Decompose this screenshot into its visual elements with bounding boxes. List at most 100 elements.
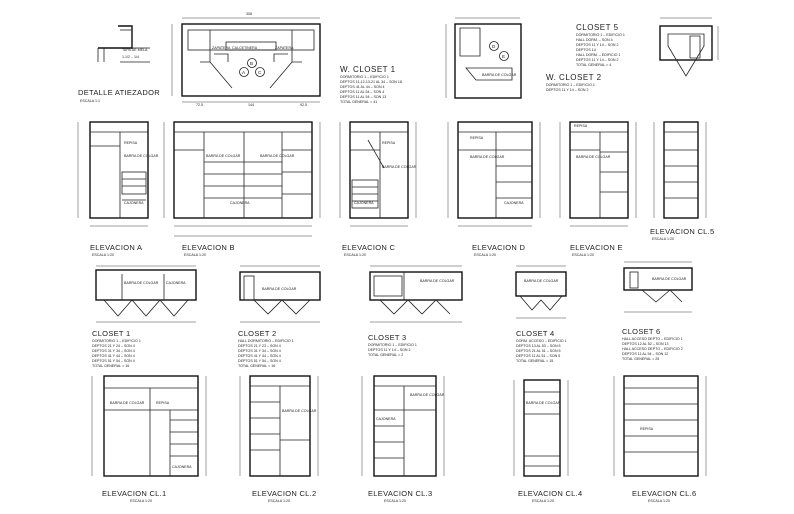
closet6-line: DEPTOS 12 AL 52 – SON 13 xyxy=(622,342,669,346)
closet1-line: DEPTOS 51 Y 54 – SON 4 xyxy=(92,359,135,363)
closet1-line: DORMITORIO 1 – EDIFICIO 1 xyxy=(92,339,141,343)
closet6-line: HALL ACCESO DEPTO – EDIFICIO 1 xyxy=(622,337,683,341)
closet2-line: DEPTOS 51 Y 54 – SON 4 xyxy=(238,359,281,363)
closet5-line: DORMITORIO 1 – EDIFICIO 1 xyxy=(576,33,625,37)
elev-b-label: BARRA DE COLGAR xyxy=(260,154,295,158)
wcloset1-line: DEPTOS 11-12-13-21 AL 34 – SON 18 xyxy=(340,80,402,84)
closet4-line: DEPTOS 21 AL 51 – SON 5 xyxy=(516,349,561,353)
closet4-line: DEPTOS 11 AL 51 – SON 5 xyxy=(516,354,560,358)
elevation-cl5: ELEVACION CL.5 ESCALA 1:20 xyxy=(650,121,715,241)
closet1-line: DEPTOS 21 Y 24 – SON 4 xyxy=(92,344,135,348)
closet2-line: DEPTOS 41 Y 44 – SON 4 xyxy=(238,354,281,358)
closet5-title: CLOSET 5 xyxy=(576,23,619,32)
cl4-elev-label: BARRA DE COLGAR xyxy=(526,401,561,405)
elev-d-label: BARRA DE COLGAR xyxy=(470,155,505,159)
cl1-plan-label: BARRA DE COLGAR xyxy=(124,281,159,285)
closet3-plan: BARRA DE COLGAR CLOSET 3 DORMITORIO 1 – … xyxy=(368,265,463,357)
closet3-title: CLOSET 3 xyxy=(368,333,407,342)
closet3-total: TOTAL GENERAL = 2 xyxy=(368,353,403,357)
elevation-cl6: REPISA ELEVACION CL.6 ESCALA 1:20 xyxy=(613,375,707,503)
plan-wcloset1: 308 ZAPATERA CALCETINERA ZAPATERA B A C … xyxy=(171,12,321,107)
closet5-line: HALL DORM. – EDIFICIO 1 xyxy=(576,53,620,57)
elevation-c: REPISA BARRA DE COLGAR CAJONERA ELEVACIO… xyxy=(339,121,417,257)
closet2-line: HALL DORMITORIO – EDIFICIO 1 xyxy=(238,339,294,343)
cl3-elev-label: CAJONERA xyxy=(376,417,396,421)
closet1-line: DEPTOS 41 Y 44 – SON 4 xyxy=(92,354,135,358)
detail-atiezador: TAPA DE MELA 1.1/2 – 1/4 DETALLE ATIEZAD… xyxy=(78,25,160,103)
elevation-b: BARRA DE COLGAR BARRA DE COLGAR CAJONERA… xyxy=(163,121,321,257)
elev-d-title: ELEVACION D xyxy=(472,243,525,252)
elev-e-title: ELEVACION E xyxy=(570,243,623,252)
closet4-title: CLOSET 4 xyxy=(516,329,555,338)
elev-a-label: CAJONERA xyxy=(124,201,144,205)
elev-a-title: ELEVACION A xyxy=(90,243,142,252)
closet5-line: DEPTOS 11 Y 14 – SON 2 xyxy=(576,43,618,47)
elev-cl5-scale: ESCALA 1:20 xyxy=(652,237,674,241)
cl1-plan-label: CAJONERA xyxy=(166,281,186,285)
plan-label-1: ZAPATERA xyxy=(212,46,231,50)
elev-e-scale: ESCALA 1:20 xyxy=(572,253,594,257)
elev-c-label: REPISA xyxy=(382,141,396,145)
cl3-plan-label: BARRA DE COLGAR xyxy=(420,279,455,283)
closet5-line: DEPTOS 14 xyxy=(576,48,596,52)
elev-cl2-title: ELEVACION CL.2 xyxy=(252,489,317,498)
plan-label-2: CALCETINERA xyxy=(232,46,258,50)
wcloset1-line: DEPTOS 11 AL 54 – SON 13 xyxy=(340,95,386,99)
cl6-elev-label: REPISA xyxy=(640,427,654,431)
elev-cl5-title: ELEVACION CL.5 xyxy=(650,227,715,236)
elev-cl3-scale: ESCALA 1:20 xyxy=(384,499,406,503)
wcloset2-legend: W. CLOSET 2 DORMITORIO 1 – EDIFICIO 1 DE… xyxy=(546,73,602,92)
closet6-line: DEPTOS 11 AL 54 – SON 12 xyxy=(622,352,668,356)
closet1-plan: BARRA DE COLGAR CAJONERA CLOSET 1 DORMIT… xyxy=(92,265,197,368)
closet4-total: TOTAL GENERAL = 15 xyxy=(516,359,553,363)
elev-b-label: BARRA DE COLGAR xyxy=(206,154,241,158)
closet3-line: DORMITORIO 1 – EDIFICIO 1 xyxy=(368,343,417,347)
elev-a-label: BARRA DE COLGAR xyxy=(124,154,159,158)
plan2-label: BARRA DE COLGAR xyxy=(482,73,517,77)
closet6-total: TOTAL GENERAL = 25 xyxy=(622,357,659,361)
elevation-cl3: BARRA DE COLGAR CAJONERA ELEVACION CL.3 … xyxy=(361,375,445,503)
elevation-a: REPISA BARRA DE COLGAR CAJONERA ELEVACIO… xyxy=(77,121,159,257)
circle-b: B xyxy=(250,61,253,66)
wcloset1-line: DEPTOS 41 AL 44 – SON 4 xyxy=(340,85,385,89)
circle-d: D xyxy=(492,44,496,49)
elev-c-label: CAJONERA xyxy=(354,201,374,205)
plan-dim-b2: 144 xyxy=(248,103,254,107)
closet4-line: DEPTOS 13 AL 53 – SON 5 xyxy=(516,344,561,348)
plan-dim-b1: 72.5 xyxy=(196,103,203,107)
wcloset2-line: DORMITORIO 1 – EDIFICIO 1 xyxy=(546,83,595,87)
elev-cl4-scale: ESCALA 1:20 xyxy=(532,499,554,503)
closet3-line: DEPTOS 11 Y 14 – SON 2 xyxy=(368,348,410,352)
closet5-line: HALL DORM. – SON 4 xyxy=(576,38,613,42)
elev-d-label: CAJONERA xyxy=(504,201,524,205)
wcloset2-line: DEPTOS 11 Y 14 – SON 2 xyxy=(546,88,588,92)
cl1-elev-label: CAJONERA xyxy=(172,465,192,469)
elev-b-scale: ESCALA 1:20 xyxy=(184,253,206,257)
detail-title: DETALLE ATIEZADOR xyxy=(78,88,160,97)
circle-e: E xyxy=(502,54,505,59)
cl3-elev-label: BARRA DE COLGAR xyxy=(410,393,445,397)
closet5-total: TOTAL GENERAL = 4 xyxy=(576,63,611,67)
elev-c-title: ELEVACION C xyxy=(342,243,395,252)
cl4-plan-label: BARRA DE COLGAR xyxy=(524,279,559,283)
wcloset1-total: TOTAL GENERAL = 41 xyxy=(340,100,377,104)
cl2-elev-label: BARRA DE COLGAR xyxy=(282,409,317,413)
plan-dim-top: 308 xyxy=(246,12,252,16)
closet6-line: HALL ACCESO DEPTO – EDIFICIO 2 xyxy=(622,347,683,351)
closet5-legend: CLOSET 5 DORMITORIO 1 – EDIFICIO 1 HALL … xyxy=(576,23,625,67)
wcloset2-title: W. CLOSET 2 xyxy=(546,73,602,82)
elev-e-label: REPISA xyxy=(574,124,588,128)
elevation-cl4: BARRA DE COLGAR ELEVACION CL.4 ESCALA 1:… xyxy=(513,379,582,503)
closet1-line: DEPTOS 31 Y 34 – SON 4 xyxy=(92,349,135,353)
elev-b-label: CAJONERA xyxy=(230,201,250,205)
cl2-plan-label: BARRA DE COLGAR xyxy=(262,287,297,291)
closet4-line: DORM. ACCESO – EDIFICIO 1 xyxy=(516,339,567,343)
circle-a: A xyxy=(242,70,246,75)
elev-cl1-scale: ESCALA 1:20 xyxy=(130,499,152,503)
cl1-elev-label: REPISA xyxy=(156,401,170,405)
closet1-title: CLOSET 1 xyxy=(92,329,131,338)
closet2-plan: BARRA DE COLGAR CLOSET 2 HALL DORMITORIO… xyxy=(238,265,321,368)
wcloset1-line: DORMITORIO 1 – EDIFICIO 1 xyxy=(340,75,389,79)
elev-cl6-scale: ESCALA 1:20 xyxy=(648,499,670,503)
elev-b-title: ELEVACION B xyxy=(182,243,235,252)
